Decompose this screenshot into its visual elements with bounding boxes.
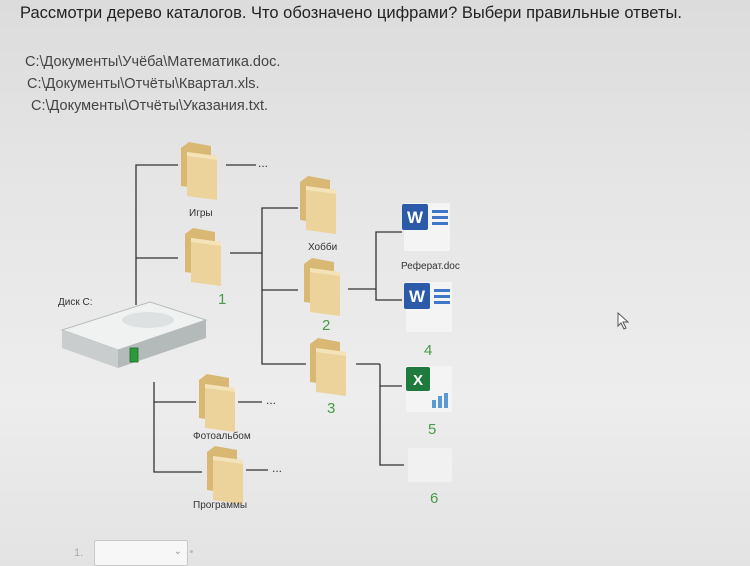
number-5: 5 — [428, 421, 436, 438]
folder-label-photo: Фотоальбом — [193, 431, 251, 442]
ellipsis-3: ... — [272, 461, 282, 475]
answer-dot — [190, 550, 193, 553]
folder-label-games: Игры — [189, 208, 213, 219]
folder-icon[interactable] — [304, 258, 340, 316]
answer-number: 1. — [74, 547, 83, 559]
file-label-referat: Реферат.doc — [401, 261, 460, 272]
folder-icon[interactable] — [185, 228, 221, 286]
folder-icon[interactable] — [300, 176, 336, 234]
folder-icon[interactable] — [207, 446, 243, 504]
answer-select[interactable]: ⌄ — [94, 540, 188, 566]
disk-icon[interactable] — [62, 302, 206, 368]
number-1: 1 — [218, 291, 226, 308]
svg-text:W: W — [407, 208, 424, 227]
excel-icon[interactable]: X — [406, 366, 452, 412]
folder-icon[interactable] — [181, 142, 217, 200]
ellipsis-2: ... — [266, 393, 276, 407]
folder-label-hobby: Хобби — [308, 242, 337, 253]
number-6: 6 — [430, 490, 438, 507]
svg-text:W: W — [409, 287, 426, 306]
number-4: 4 — [424, 342, 432, 359]
ellipsis-1: ... — [258, 156, 268, 170]
word-icon[interactable]: W — [404, 282, 452, 332]
svg-text:X: X — [413, 372, 423, 389]
folder-icon[interactable] — [199, 374, 235, 432]
chevron-down-icon: ⌄ — [174, 546, 182, 557]
file-placeholder[interactable] — [408, 448, 452, 482]
number-2: 2 — [322, 317, 330, 334]
word-icon[interactable]: W — [402, 203, 450, 251]
number-3: 3 — [327, 400, 335, 417]
folder-label-programs: Программы — [193, 500, 247, 511]
cursor-icon — [617, 312, 631, 330]
disk-label: Диск C: — [58, 297, 93, 308]
folder-icon[interactable] — [310, 338, 346, 396]
